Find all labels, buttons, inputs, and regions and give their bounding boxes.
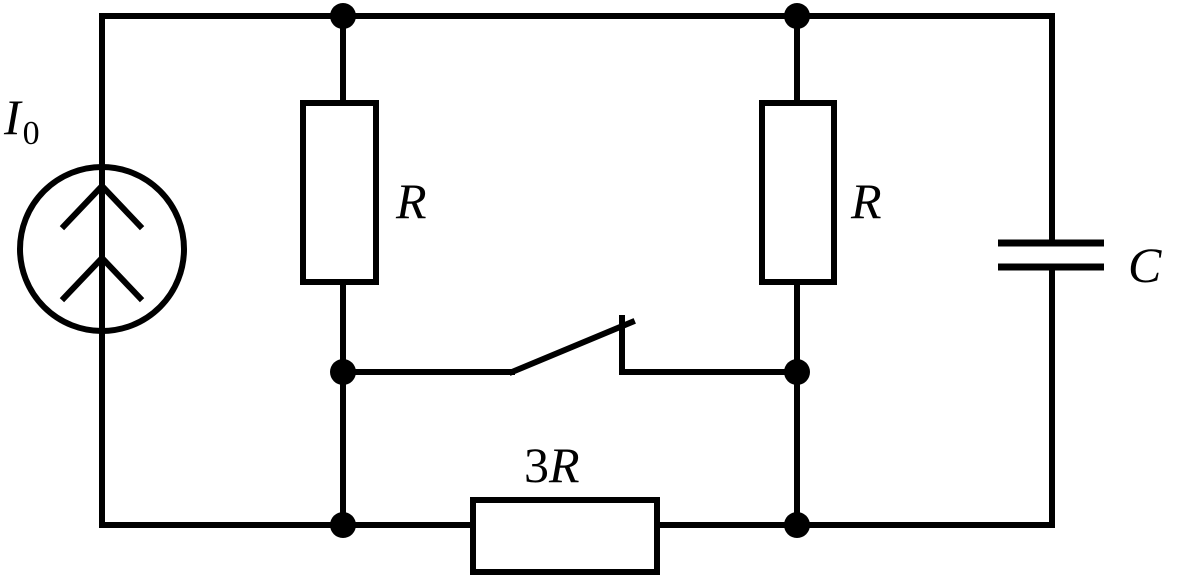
node-mid-left xyxy=(330,359,356,385)
wires xyxy=(99,13,1055,528)
label-source-subscript: 0 xyxy=(23,115,40,152)
resistor-left xyxy=(300,100,379,285)
label-capacitor: C xyxy=(1128,237,1162,293)
resistor-bottom xyxy=(470,497,660,575)
current-source-icon xyxy=(17,164,187,334)
resistor-right xyxy=(759,100,837,285)
label-resistor-left: R xyxy=(395,173,427,229)
label-resistor-right: R xyxy=(850,173,882,229)
node-top-left xyxy=(330,3,356,29)
node-top-right xyxy=(784,3,810,29)
node-bottom-left xyxy=(330,512,356,538)
node-mid-right xyxy=(784,359,810,385)
open-switch-icon xyxy=(508,315,636,376)
label-resistor-bottom: 3R xyxy=(524,437,580,493)
label-source: I0 xyxy=(3,89,40,152)
node-bottom-right xyxy=(784,512,810,538)
label-resistor-bottom-coeff: 3 xyxy=(524,437,549,493)
junction-nodes xyxy=(330,3,810,538)
label-source-symbol: I xyxy=(3,89,23,145)
label-resistor-bottom-symbol: R xyxy=(548,437,580,493)
capacitor-icon xyxy=(998,239,1104,271)
